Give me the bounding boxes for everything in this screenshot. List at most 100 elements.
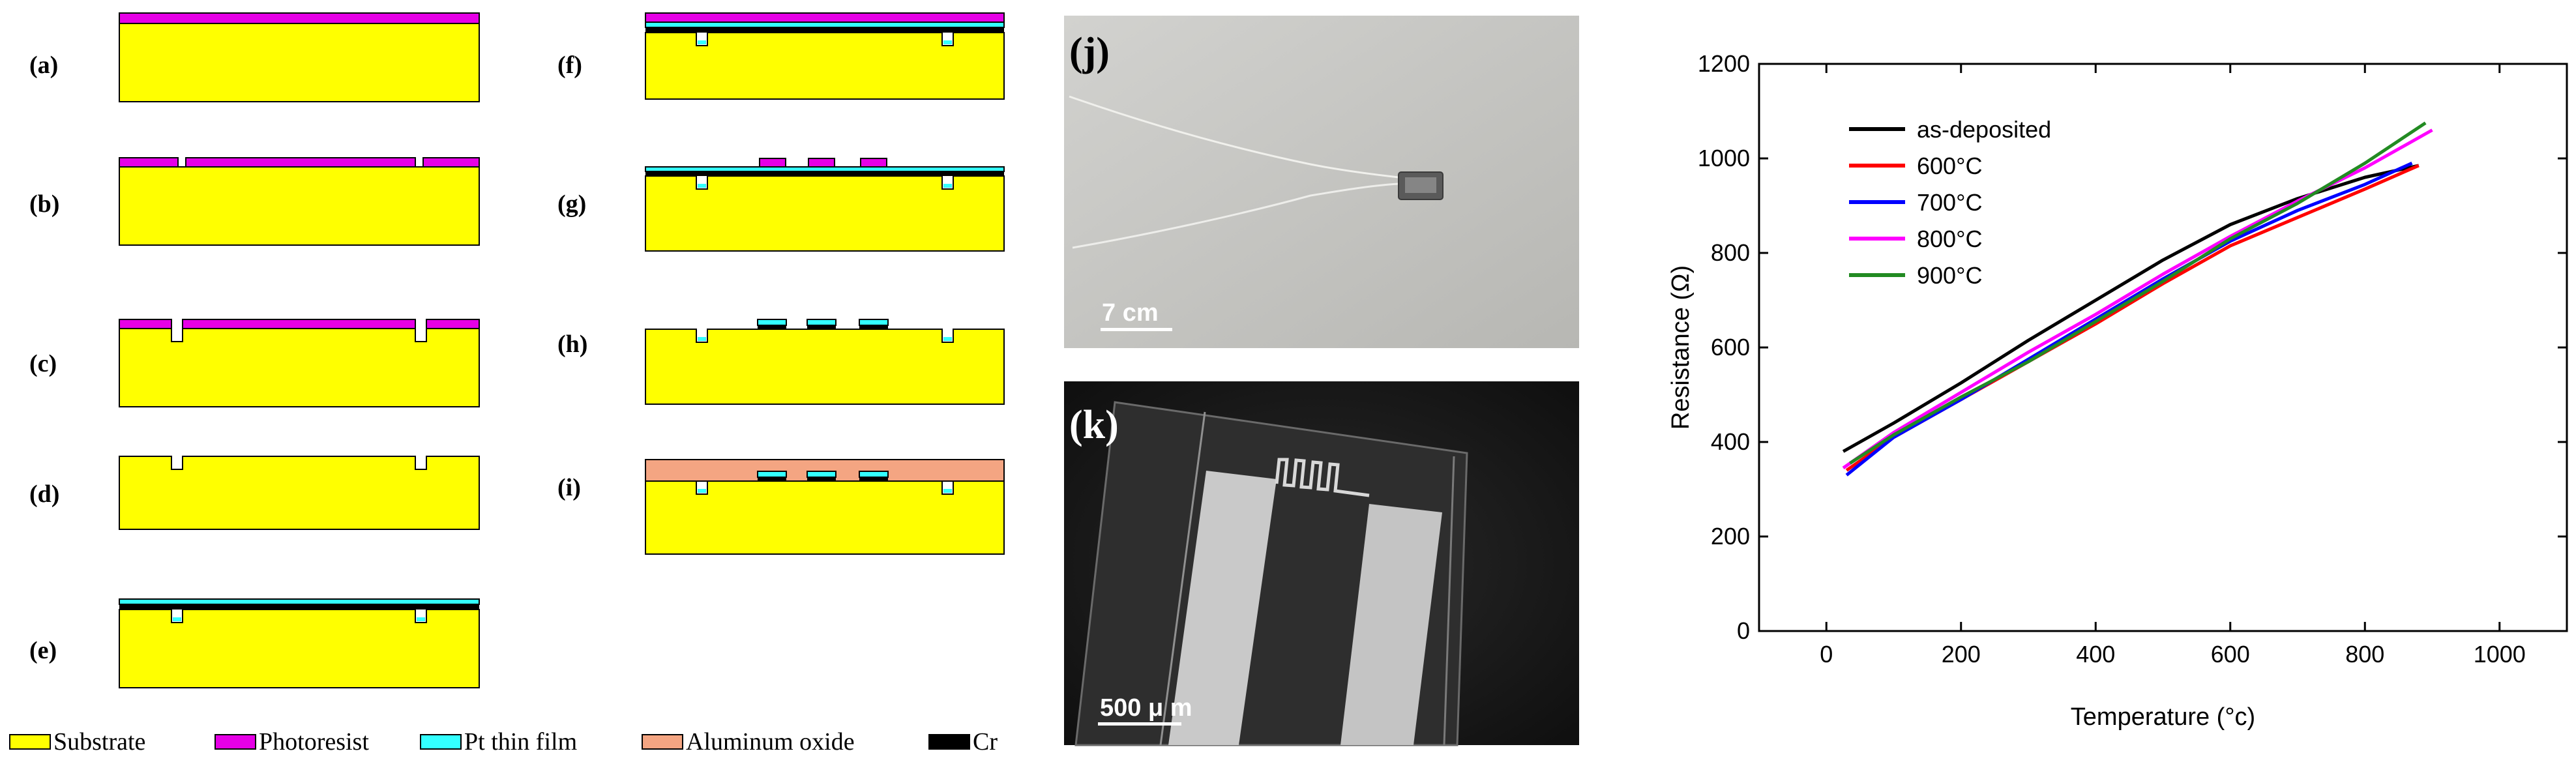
legend-swatch-substrate: [9, 734, 51, 750]
pt-pad: [859, 319, 889, 326]
chip-edge-line: [1443, 456, 1455, 746]
chart-legend: as-deposited 600°C 700°C 800°C 900°C: [1849, 116, 2051, 289]
electrode-pad-right: [1340, 504, 1442, 745]
y-axis-label: Resistance (Ω): [1667, 265, 1695, 430]
scale-bar: [1098, 722, 1181, 726]
panel-label: (j): [1069, 30, 1110, 74]
pt-film-layer: [119, 598, 480, 605]
pt-film-in-trench: [943, 184, 952, 188]
y-tick-label: 1000: [1698, 145, 1750, 171]
scale-bar-label: 7 cm: [1102, 299, 1159, 327]
pt-film-in-trench: [417, 617, 425, 621]
y-tick-label: 0: [1737, 617, 1750, 644]
electrode-pad-left: [1168, 471, 1277, 745]
legend-label: 700°C: [1917, 189, 1982, 216]
series-line: [1845, 162, 2413, 477]
step-label: (f): [557, 51, 582, 79]
pt-pad: [757, 471, 787, 478]
scale-bar-label: 500 μ m: [1100, 694, 1192, 722]
pt-film-in-trench: [943, 40, 952, 44]
x-tick-label: 800: [2345, 641, 2384, 668]
scale-bar: [1101, 328, 1172, 331]
step-label: (d): [29, 480, 59, 508]
legend-swatch-cr: [928, 734, 970, 750]
legend-label-pt-film: Pt thin film: [464, 728, 577, 756]
step-a: (a): [29, 12, 480, 102]
cr-pad: [758, 477, 786, 481]
pt-film-in-trench: [698, 337, 706, 341]
sensor-wire: [1072, 183, 1399, 249]
cr-pad: [807, 477, 836, 481]
photoresist-layer: [422, 157, 480, 168]
step-label: (c): [29, 350, 57, 377]
photoresist-layer: [182, 319, 416, 329]
cr-pad: [758, 325, 786, 329]
pt-film-layer: [645, 166, 1005, 172]
substrate-block: [119, 23, 480, 102]
photo-j: (j) 7 cm: [1064, 16, 1579, 348]
step-label: (a): [29, 51, 58, 79]
panel-label: (k): [1069, 403, 1119, 447]
x-axis-label: Temperature (°c): [2071, 703, 2255, 731]
legend-label: as-deposited: [1917, 116, 2051, 143]
x-tick-label: 1000: [2474, 641, 2526, 668]
photo-background: [1064, 16, 1579, 348]
substrate-block: [645, 175, 1005, 252]
substrate-block: [645, 329, 1005, 405]
x-tick-label: 0: [1820, 641, 1833, 668]
sensor-wire: [1069, 95, 1399, 179]
pt-pad: [859, 471, 889, 478]
pt-pad: [807, 319, 836, 326]
substrate-block: [119, 328, 480, 407]
photoresist-pad: [759, 158, 786, 168]
x-tick-label: 400: [2076, 641, 2115, 668]
legend-swatch-photoresist: [215, 734, 256, 750]
step-g: (g): [557, 158, 1005, 252]
y-tick-label: 400: [1711, 428, 1750, 455]
chart-series: [1842, 121, 2433, 477]
cr-pad: [859, 477, 888, 481]
pt-film-layer: [645, 22, 1005, 28]
photoresist-layer: [185, 157, 416, 168]
y-tick-label: 800: [1711, 239, 1750, 266]
y-tick-label: 1200: [1698, 50, 1750, 77]
y-tick-label: 600: [1711, 334, 1750, 360]
step-f: (f): [557, 12, 1005, 100]
photoresist-layer: [119, 157, 179, 168]
pt-film-in-trench: [698, 40, 706, 44]
substrate-block: [119, 166, 480, 246]
legend-label: 800°C: [1917, 226, 1982, 252]
x-tick-label: 600: [2211, 641, 2250, 668]
step-c: (c): [29, 319, 480, 407]
step-i: (i): [557, 459, 1005, 555]
substrate-block: [645, 32, 1005, 100]
pt-film-in-trench: [943, 337, 952, 341]
pt-film-in-trench: [943, 489, 952, 493]
step-d: (d): [29, 456, 480, 530]
y-tick-label: 200: [1711, 523, 1750, 550]
cr-pad: [859, 325, 888, 329]
material-legend: Substrate Photoresist Pt thin film Alumi…: [9, 728, 998, 756]
pt-pad: [757, 319, 787, 326]
substrate-block: [645, 480, 1005, 555]
step-label: (g): [557, 190, 586, 218]
cr-pad: [807, 325, 836, 329]
substrate-block: [119, 456, 480, 530]
legend-label-photoresist: Photoresist: [259, 728, 369, 756]
legend-label: 600°C: [1917, 153, 1982, 179]
legend-swatch-pt-film: [420, 734, 462, 750]
legend-swatch-aluminum-oxide: [642, 734, 683, 750]
step-b: (b): [29, 157, 480, 246]
legend-label: 900°C: [1917, 262, 1982, 289]
photoresist-layer: [119, 319, 172, 329]
step-label: (e): [29, 637, 57, 664]
photo-k: (k) 500 μ m: [1064, 381, 1579, 746]
pt-film-in-trench: [698, 184, 706, 188]
step-label: (i): [557, 474, 581, 501]
photoresist-layer: [426, 319, 480, 329]
photoresist-layer: [119, 12, 480, 24]
legend-label-cr: Cr: [973, 728, 998, 756]
